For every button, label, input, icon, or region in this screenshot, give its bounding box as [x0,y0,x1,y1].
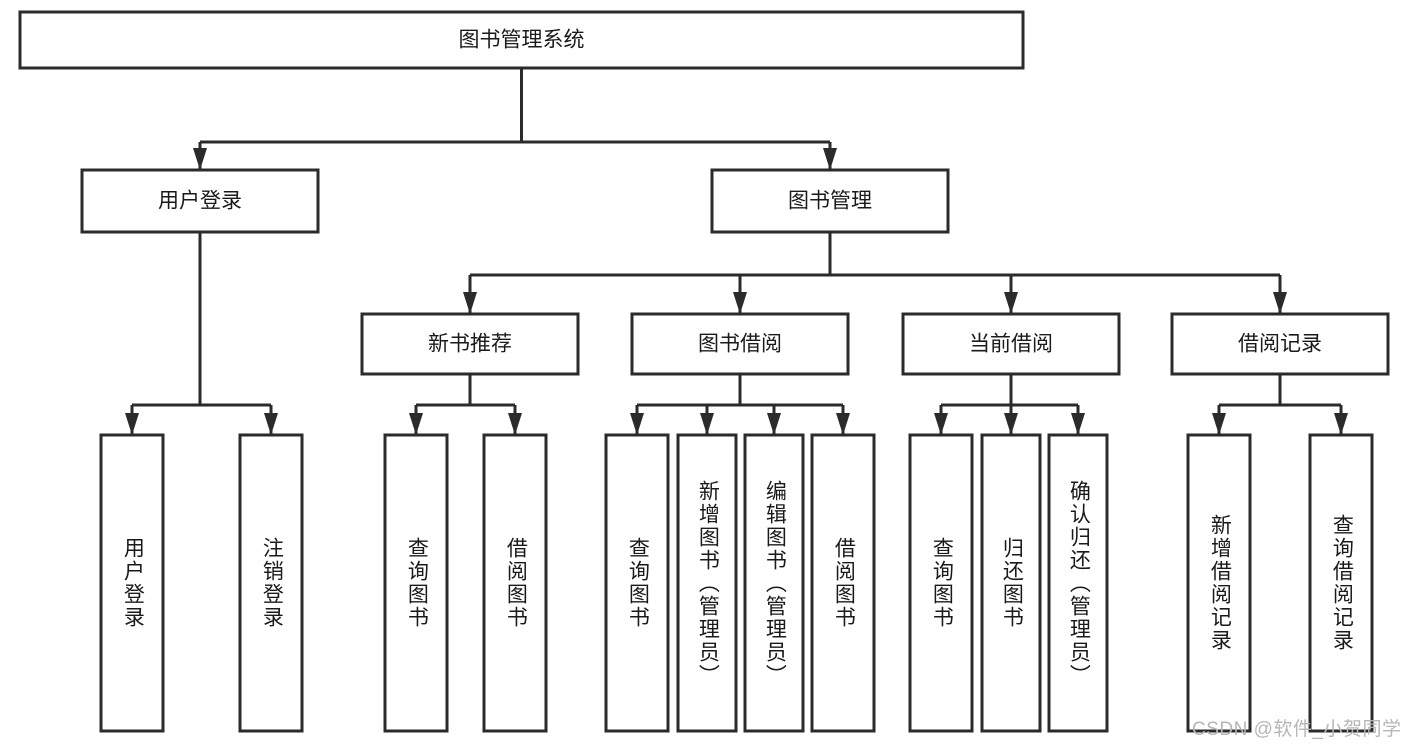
node-level3-1[interactable] [630,312,850,376]
connector-layer [125,68,1348,435]
node-level3-0[interactable] [360,312,580,376]
arrow-head-icon [1004,413,1018,435]
node-level3-label-1: 图书借阅 [698,333,782,356]
node-leaf-7[interactable] [810,433,876,733]
arrow-head-icon [767,413,781,435]
node-level2-label-1: 图书管理 [788,190,872,213]
node-leaf-5[interactable] [676,433,738,733]
node-level3-2[interactable] [901,312,1121,376]
node-level3-3[interactable] [1170,312,1390,376]
arrow-head-icon [700,413,714,435]
arrow-head-icon [630,413,644,435]
node-leaf-11[interactable] [1186,433,1252,733]
node-leaf-1[interactable] [238,433,304,733]
node-level2-label-0: 用户登录 [158,190,242,213]
node-leaf-6[interactable] [743,433,805,733]
node-level2-1[interactable] [710,168,950,234]
arrow-head-icon [1004,292,1018,314]
arrow-head-icon [934,413,948,435]
arrow-head-icon [836,413,850,435]
node-leaf-9[interactable] [980,433,1042,733]
node-root[interactable] [18,10,1025,70]
node-leaf-4[interactable] [604,433,670,733]
arrow-head-icon [1212,413,1226,435]
node-leaf-8[interactable] [908,433,974,733]
arrow-head-icon [264,413,278,435]
node-root-label: 图书管理系统 [459,29,585,52]
node-level2-0[interactable] [80,168,320,234]
node-leaf-3[interactable] [482,433,548,733]
node-level3-label-2: 当前借阅 [969,333,1053,356]
arrow-head-icon [193,148,207,170]
node-level3-label-3: 借阅记录 [1238,333,1322,356]
arrow-head-icon [409,413,423,435]
arrow-head-icon [125,413,139,435]
csdn-watermark: CSDN @软件_小贺同学 [1192,719,1402,740]
node-leaf-2[interactable] [383,433,449,733]
arrow-head-icon [463,292,477,314]
arrow-head-icon [733,292,747,314]
arrow-head-icon [1273,292,1287,314]
arrow-head-icon [508,413,522,435]
node-leaf-0[interactable] [99,433,165,733]
arrow-head-icon [823,148,837,170]
node-level3-label-0: 新书推荐 [428,333,512,356]
arrow-head-icon [1071,413,1085,435]
node-leaf-10[interactable] [1047,433,1109,733]
arrow-head-icon [1334,413,1348,435]
node-leaf-12[interactable] [1308,433,1374,733]
